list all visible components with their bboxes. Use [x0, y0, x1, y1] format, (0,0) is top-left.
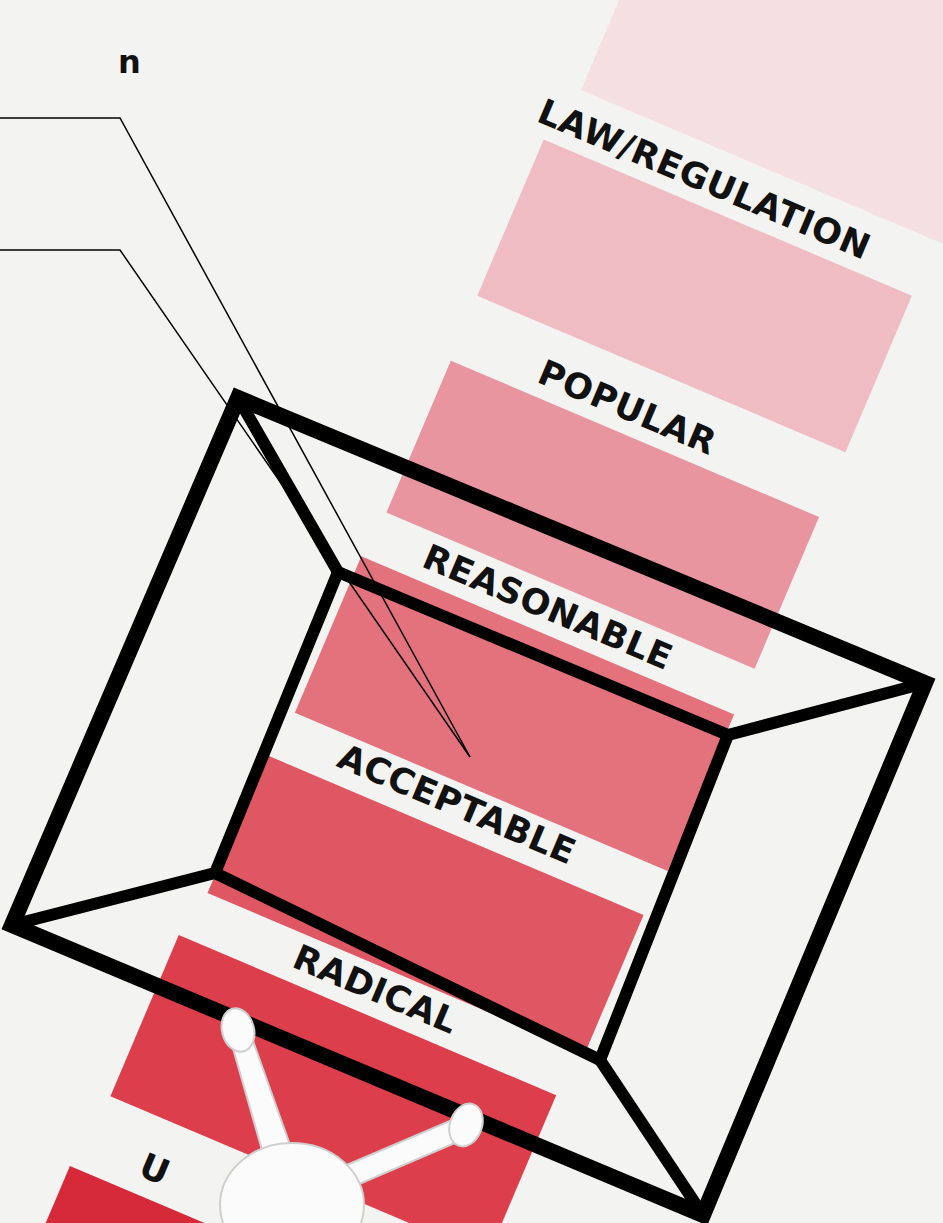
- band-label: U: [134, 1145, 176, 1193]
- frame-edge: [12, 873, 215, 925]
- figure-hand: [217, 1005, 259, 1056]
- figure-hand: [443, 1099, 488, 1151]
- leader-line: [0, 250, 470, 757]
- frame-edge: [728, 683, 925, 735]
- frame-edge: [600, 1060, 703, 1215]
- callout-label: n: [118, 42, 141, 82]
- frame-outer: [12, 398, 925, 1215]
- figure-head: [220, 1143, 364, 1223]
- leader-line: [0, 118, 470, 757]
- figure-arm: [232, 1038, 290, 1150]
